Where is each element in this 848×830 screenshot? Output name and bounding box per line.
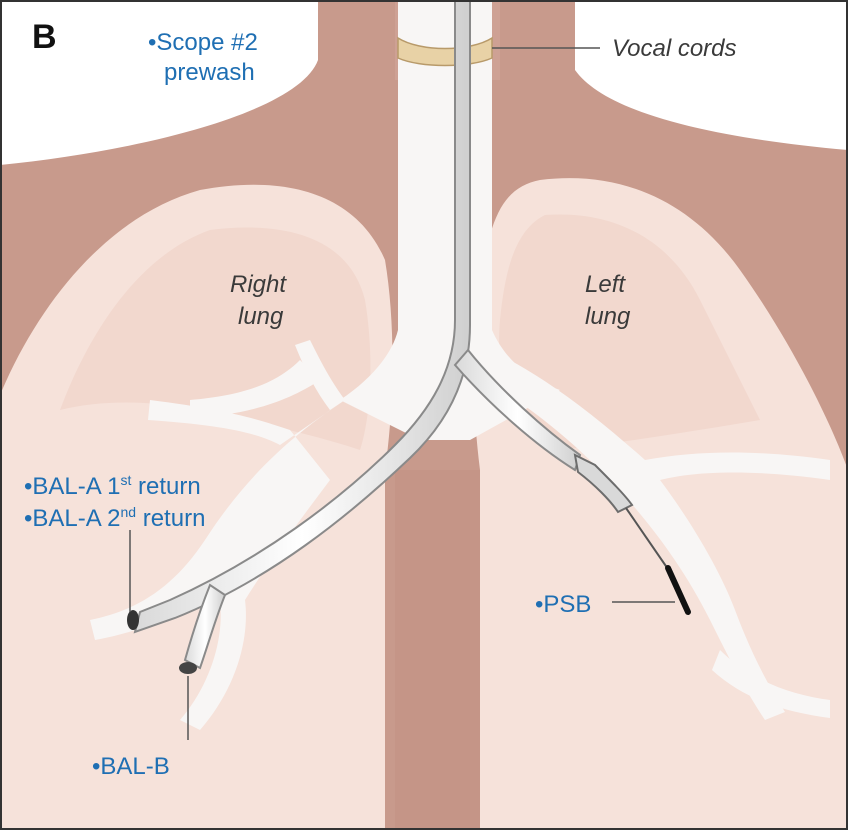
bal-a-second-return-label: •BAL-A 2nd return — [24, 504, 205, 532]
right-lung-label-line2: lung — [238, 303, 284, 330]
scope-label-line2: prewash — [164, 59, 255, 86]
bal-a-first-return-label: •BAL-A 1st return — [24, 472, 201, 500]
mediastinum — [395, 470, 480, 830]
left-lung-label-line2: lung — [585, 303, 631, 330]
vocal-cords-label: Vocal cords — [612, 35, 737, 62]
right-lung-label-line1: Right — [230, 271, 287, 298]
panel-letter: B — [32, 18, 57, 56]
bal-b-label: •BAL-B — [92, 753, 170, 780]
scope-label-line1: •Scope #2 — [148, 29, 258, 56]
bal-a-scope-tip — [127, 610, 139, 630]
bal-b-scope-tip — [179, 662, 197, 674]
left-lung-label-line1: Left — [585, 271, 626, 298]
psb-label: •PSB — [535, 591, 591, 618]
